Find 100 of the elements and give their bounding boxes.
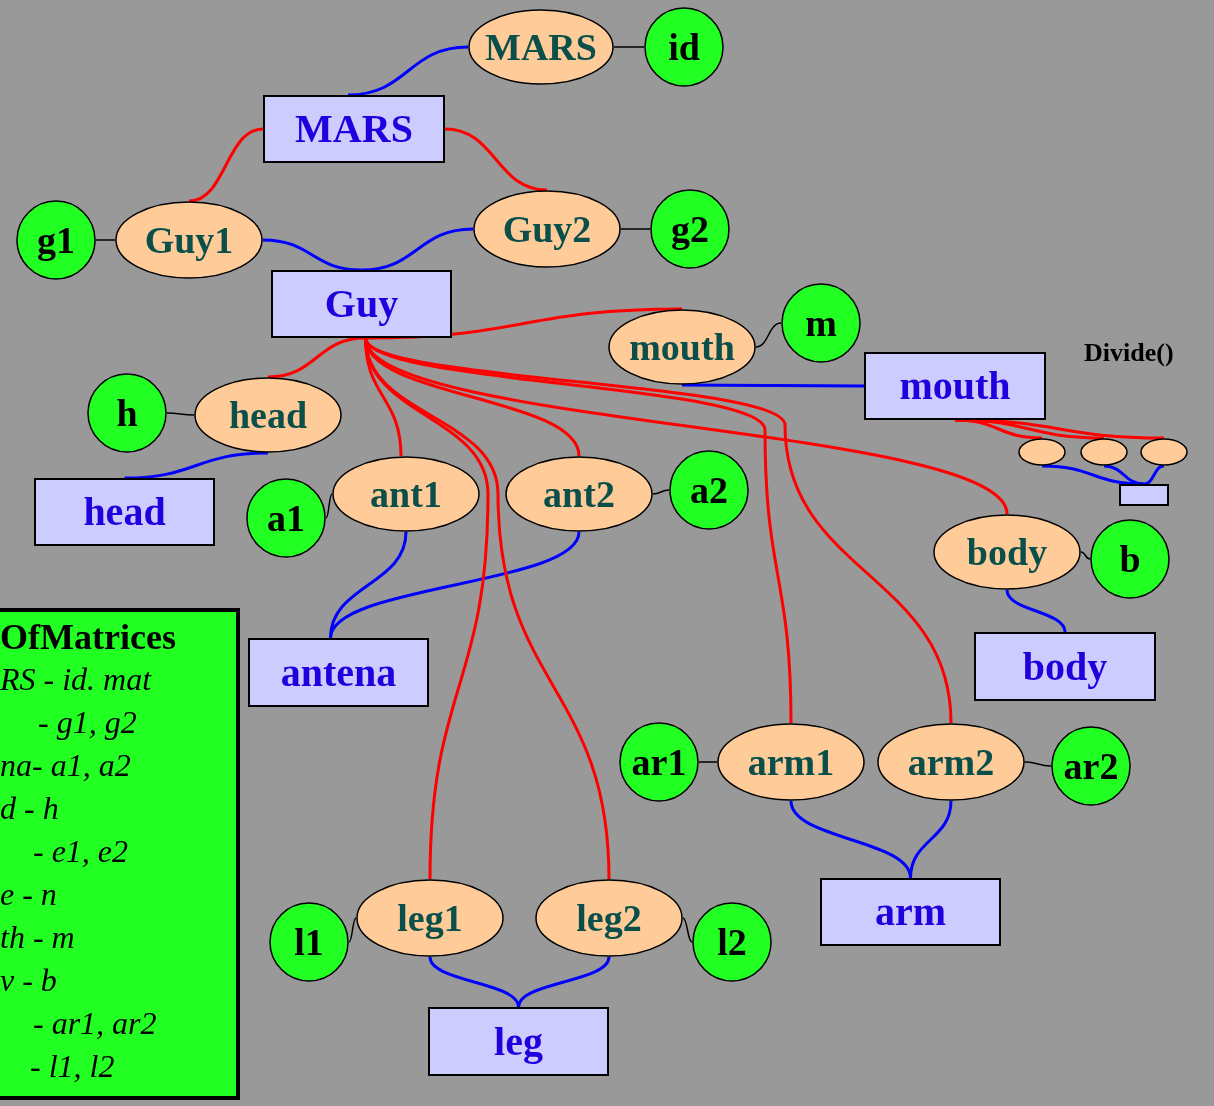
class-box xyxy=(263,95,445,163)
connector-line xyxy=(124,451,269,480)
mapping-line: v - b xyxy=(0,961,57,1000)
node-label: leg2 xyxy=(576,899,642,937)
node-label: a1 xyxy=(267,499,305,537)
attribute-circle xyxy=(269,902,349,982)
entity-ellipse xyxy=(933,514,1081,590)
connector-line xyxy=(188,127,264,203)
node-label: head xyxy=(83,492,166,532)
node-label: ar1 xyxy=(631,743,687,781)
connector-line xyxy=(365,307,683,340)
small-ellipse xyxy=(1140,438,1188,466)
entity-ellipse xyxy=(608,309,756,385)
connector-line xyxy=(1103,464,1145,486)
class-box xyxy=(864,352,1046,420)
attribute-circle xyxy=(669,450,749,530)
node-label: b xyxy=(1119,540,1141,578)
entity-ellipse xyxy=(356,879,504,957)
node-label: body xyxy=(1022,646,1108,687)
connector-line xyxy=(95,239,116,241)
entity-ellipse xyxy=(194,377,342,453)
connector-line xyxy=(652,489,670,495)
entity-ellipse xyxy=(468,9,614,85)
class-box xyxy=(34,478,215,546)
connector-line xyxy=(682,917,693,943)
attribute-circle xyxy=(619,722,699,802)
connector-line xyxy=(166,412,195,416)
attribute-circle xyxy=(644,7,724,87)
node-label: MARS xyxy=(295,109,413,149)
class-box xyxy=(428,1007,609,1076)
attribute-circle xyxy=(1051,726,1131,806)
connector-line xyxy=(755,322,782,348)
attribute-circle xyxy=(87,373,167,453)
connector-line xyxy=(1143,464,1165,486)
class-box xyxy=(974,632,1156,701)
connector-line xyxy=(954,418,1165,440)
notes-panel xyxy=(0,608,240,1100)
node-label: ant2 xyxy=(543,475,615,513)
attribute-circle xyxy=(246,478,326,558)
method-label: Divide() xyxy=(1084,337,1174,369)
mapping-line: - ar1, ar2 xyxy=(33,1004,157,1043)
entity-ellipse xyxy=(332,456,480,532)
connector-line xyxy=(1080,551,1091,560)
node-label: arm xyxy=(874,892,947,932)
class-box xyxy=(248,638,429,707)
attribute-circle xyxy=(692,902,772,982)
attribute-circle xyxy=(1090,519,1170,599)
node-label: head xyxy=(228,396,308,434)
connector-line xyxy=(613,46,645,48)
node-label: ant1 xyxy=(370,475,442,513)
connector-line xyxy=(267,336,366,379)
connector-line xyxy=(361,227,474,272)
entity-ellipse xyxy=(473,190,621,268)
attribute-circle xyxy=(650,189,730,269)
connector-line xyxy=(329,531,581,639)
entity-ellipse xyxy=(717,723,865,801)
small-ellipse xyxy=(1080,438,1128,466)
mapping-line: na- a1, a2 xyxy=(0,746,131,785)
connector-line xyxy=(325,493,333,519)
attribute-circle xyxy=(781,283,861,363)
attribute-circle xyxy=(16,200,96,280)
small-ellipse xyxy=(1018,438,1066,466)
connector-line xyxy=(620,228,651,230)
node-label: ar2 xyxy=(1063,747,1119,785)
node-label: g1 xyxy=(37,221,75,259)
connector-line xyxy=(682,383,864,388)
entity-ellipse xyxy=(535,879,683,957)
node-label: Guy xyxy=(324,284,399,324)
node-label: Guy1 xyxy=(144,221,234,259)
connector-line xyxy=(1005,589,1067,633)
mapping-line: d - h xyxy=(0,789,59,828)
connector-line xyxy=(347,45,469,97)
node-label: id xyxy=(668,28,700,66)
mapping-line: RS - id. mat xyxy=(0,660,152,699)
node-label: body xyxy=(966,533,1048,571)
connector-line xyxy=(909,800,953,879)
small-box xyxy=(1119,484,1169,506)
node-label: Guy2 xyxy=(502,210,592,248)
node-label: h xyxy=(116,394,138,432)
connector-line xyxy=(444,127,548,192)
connector-line xyxy=(262,238,362,272)
node-label: antena xyxy=(280,652,397,693)
node-label: a2 xyxy=(690,471,728,509)
entity-ellipse xyxy=(877,723,1025,801)
entity-ellipse xyxy=(505,456,653,532)
class-box xyxy=(271,270,452,338)
connector-line xyxy=(348,917,357,943)
node-label: leg xyxy=(494,1021,543,1062)
mapping-line: - e1, e2 xyxy=(33,832,129,871)
node-label: MARS xyxy=(485,28,597,66)
mapping-line: e - n xyxy=(0,875,57,914)
node-label: l2 xyxy=(717,923,747,961)
connector-line xyxy=(698,761,718,763)
mapping-line: th - m xyxy=(0,918,75,957)
node-label: leg1 xyxy=(397,899,463,937)
connector-line xyxy=(364,337,953,724)
connector-line xyxy=(1024,761,1052,767)
panel-heading: OfMatrices xyxy=(0,616,176,658)
class-box xyxy=(820,878,1001,946)
node-label: mouth xyxy=(629,328,735,366)
